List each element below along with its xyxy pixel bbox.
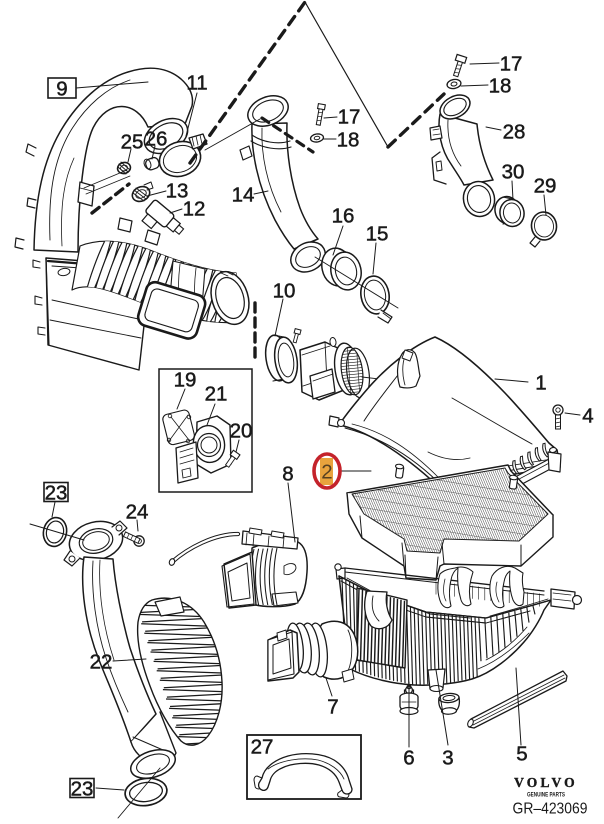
svg-text:15: 15	[366, 222, 389, 245]
svg-text:4: 4	[582, 404, 593, 427]
svg-text:17: 17	[500, 52, 523, 75]
svg-text:20: 20	[230, 419, 253, 442]
svg-text:21: 21	[205, 382, 228, 405]
svg-text:18: 18	[489, 74, 512, 97]
svg-text:24: 24	[126, 500, 149, 523]
svg-text:14: 14	[232, 183, 255, 206]
svg-text:10: 10	[273, 279, 296, 302]
svg-text:13: 13	[166, 179, 189, 202]
svg-text:25: 25	[121, 130, 144, 153]
svg-text:6: 6	[403, 746, 414, 769]
svg-text:8: 8	[282, 462, 293, 485]
svg-text:27: 27	[251, 735, 274, 758]
svg-text:23: 23	[45, 481, 68, 504]
svg-text:23: 23	[71, 777, 94, 800]
svg-text:17: 17	[338, 105, 361, 128]
svg-text:18: 18	[337, 128, 360, 151]
svg-text:1: 1	[535, 371, 546, 394]
svg-text:VOLVO: VOLVO	[514, 775, 578, 790]
svg-text:GENUINE PARTS: GENUINE PARTS	[527, 793, 565, 799]
svg-text:GR–423069: GR–423069	[513, 801, 588, 818]
svg-text:7: 7	[327, 695, 338, 718]
svg-text:29: 29	[534, 174, 557, 197]
svg-text:19: 19	[174, 368, 197, 391]
svg-text:22: 22	[90, 650, 113, 673]
svg-text:12: 12	[183, 197, 206, 220]
svg-text:30: 30	[502, 160, 525, 183]
svg-text:16: 16	[332, 204, 355, 227]
svg-text:2: 2	[321, 461, 332, 484]
svg-text:11: 11	[186, 71, 207, 94]
svg-text:5: 5	[516, 742, 527, 765]
svg-text:28: 28	[503, 120, 526, 143]
svg-text:3: 3	[442, 746, 453, 769]
svg-text:9: 9	[56, 77, 67, 100]
svg-text:26: 26	[145, 127, 168, 150]
